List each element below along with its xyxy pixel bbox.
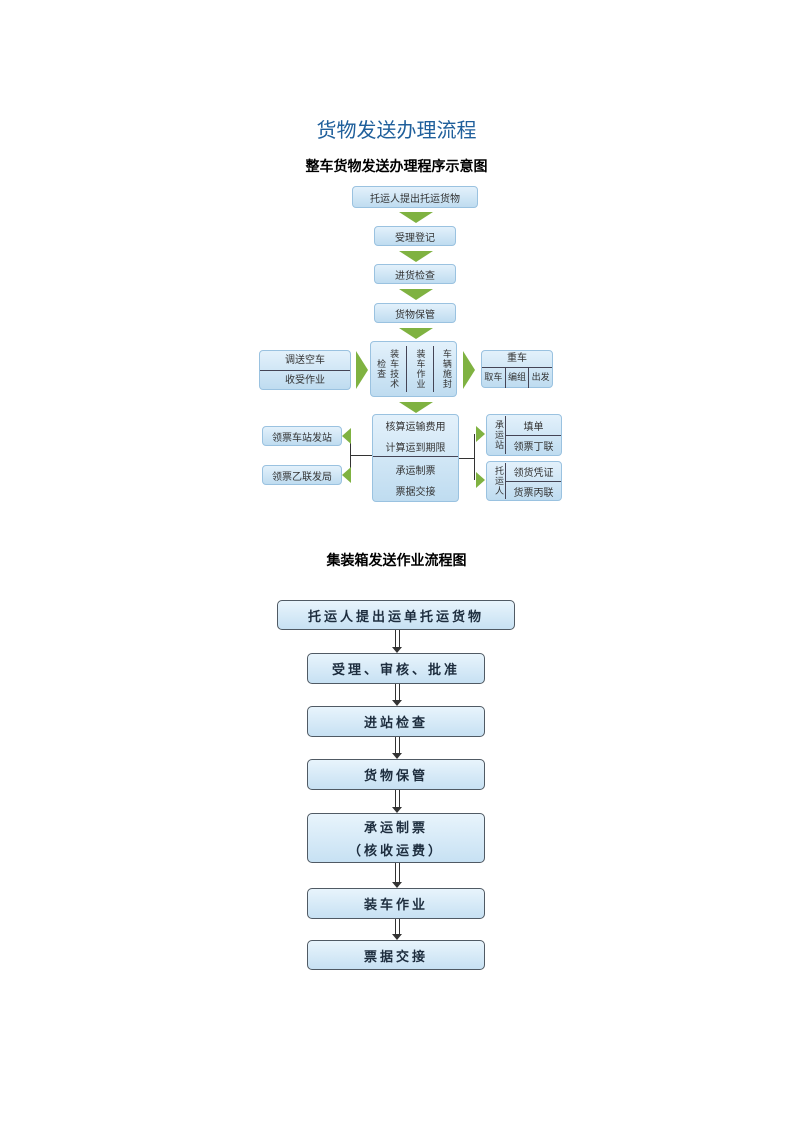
left-box-top: 调送空车 [260,351,350,371]
down-arrow-icon [399,212,433,223]
container-step-1: 托运人提出运单托运货物 [277,600,515,630]
lower-right-item: 领票丁联 [513,441,554,453]
down-arrow-icon [399,251,433,262]
right-box-cell: 编组 [506,367,530,388]
container-step-3: 进站检查 [307,706,485,737]
step-label: 货物保管 [363,769,428,784]
container-step-2: 受理、审核、批准 [307,653,485,684]
lower-center-item: 票据交接 [395,487,436,499]
down-arrow-icon [392,737,402,759]
container-step-5: 承运制票 （核收运费） [307,813,485,863]
lower-center-item: 承运制票 [395,466,436,478]
down-arrow-icon [392,863,402,888]
down-arrow-icon [392,630,402,653]
right-arrow-icon [463,351,475,389]
flow-step-4: 货物保管 [374,303,456,323]
right-box: 重车 取车 编组 出发 [481,350,553,388]
left-box: 调送空车 收受作业 [259,350,351,390]
lower-right-label: 承运站 [487,416,506,454]
step-label: 装车作业 [363,898,428,913]
left-arrow-icon [342,467,351,483]
step-label: 进站检查 [363,716,428,731]
lower-right-item: 货票丙联 [513,487,554,499]
right-arrow-icon [356,351,368,389]
container-step-4: 货物保管 [307,759,485,790]
right-arrow-icon [476,426,485,442]
down-arrow-icon [399,328,433,339]
diagram2-heading: 集装箱发送作业流程图 [326,553,467,569]
center-box: 装车技术检查 装车作业 车辆施封 [370,341,457,397]
flow-step-1: 托运人提出托运货物 [352,186,478,208]
step-sublabel: （核收运费） [347,844,444,859]
flow-step-3: 进货检查 [374,264,456,284]
down-arrow-icon [392,684,402,706]
step-label: 受理、审核、批准 [331,663,460,678]
page-title: 货物发送办理流程 [316,118,477,142]
down-arrow-icon [399,402,433,413]
right-box-cell: 出发 [531,372,550,383]
left-box-bottom: 收受作业 [285,374,325,386]
connector-line [350,455,372,456]
lower-center-box: 核算运输费用 计算运到期限 承运制票 票据交接 [372,414,459,502]
right-box-top: 重车 [482,351,552,368]
flow-step-2: 受理登记 [374,226,456,246]
left-arrow-icon [342,428,351,444]
lower-left-box-1: 领票车站发站 [262,426,342,446]
right-arrow-icon [476,472,485,488]
down-arrow-icon [392,790,402,813]
center-col-2: 装车作业 [414,349,425,389]
right-box-cell: 取车 [482,367,506,388]
down-arrow-icon [399,289,433,300]
container-step-7: 票据交接 [307,940,485,970]
connector-line [459,458,474,459]
lower-left-box-2: 领票乙联发局 [262,465,342,485]
step-label: 承运制票 [363,821,428,836]
center-col-3: 车辆施封 [440,349,451,389]
step-label: 票据交接 [363,949,428,965]
connector-line [474,434,475,480]
diagram1-heading: 整车货物发送办理程序示意图 [305,159,488,175]
lower-right-label: 托运人 [487,463,506,499]
container-step-6: 装车作业 [307,888,485,919]
center-col-1: 装车技术检查 [375,349,399,389]
down-arrow-icon [392,919,402,940]
lower-center-item: 计算运到期限 [373,439,458,457]
lower-center-item: 核算运输费用 [385,421,446,433]
step-label: 托运人提出运单托运货物 [307,609,484,625]
lower-right-box-2: 托运人 领货凭证 货票丙联 [486,461,562,501]
lower-right-box-1: 承运站 填单 领票丁联 [486,414,562,456]
lower-right-item: 填单 [506,416,561,436]
lower-right-item: 领货凭证 [506,462,561,482]
